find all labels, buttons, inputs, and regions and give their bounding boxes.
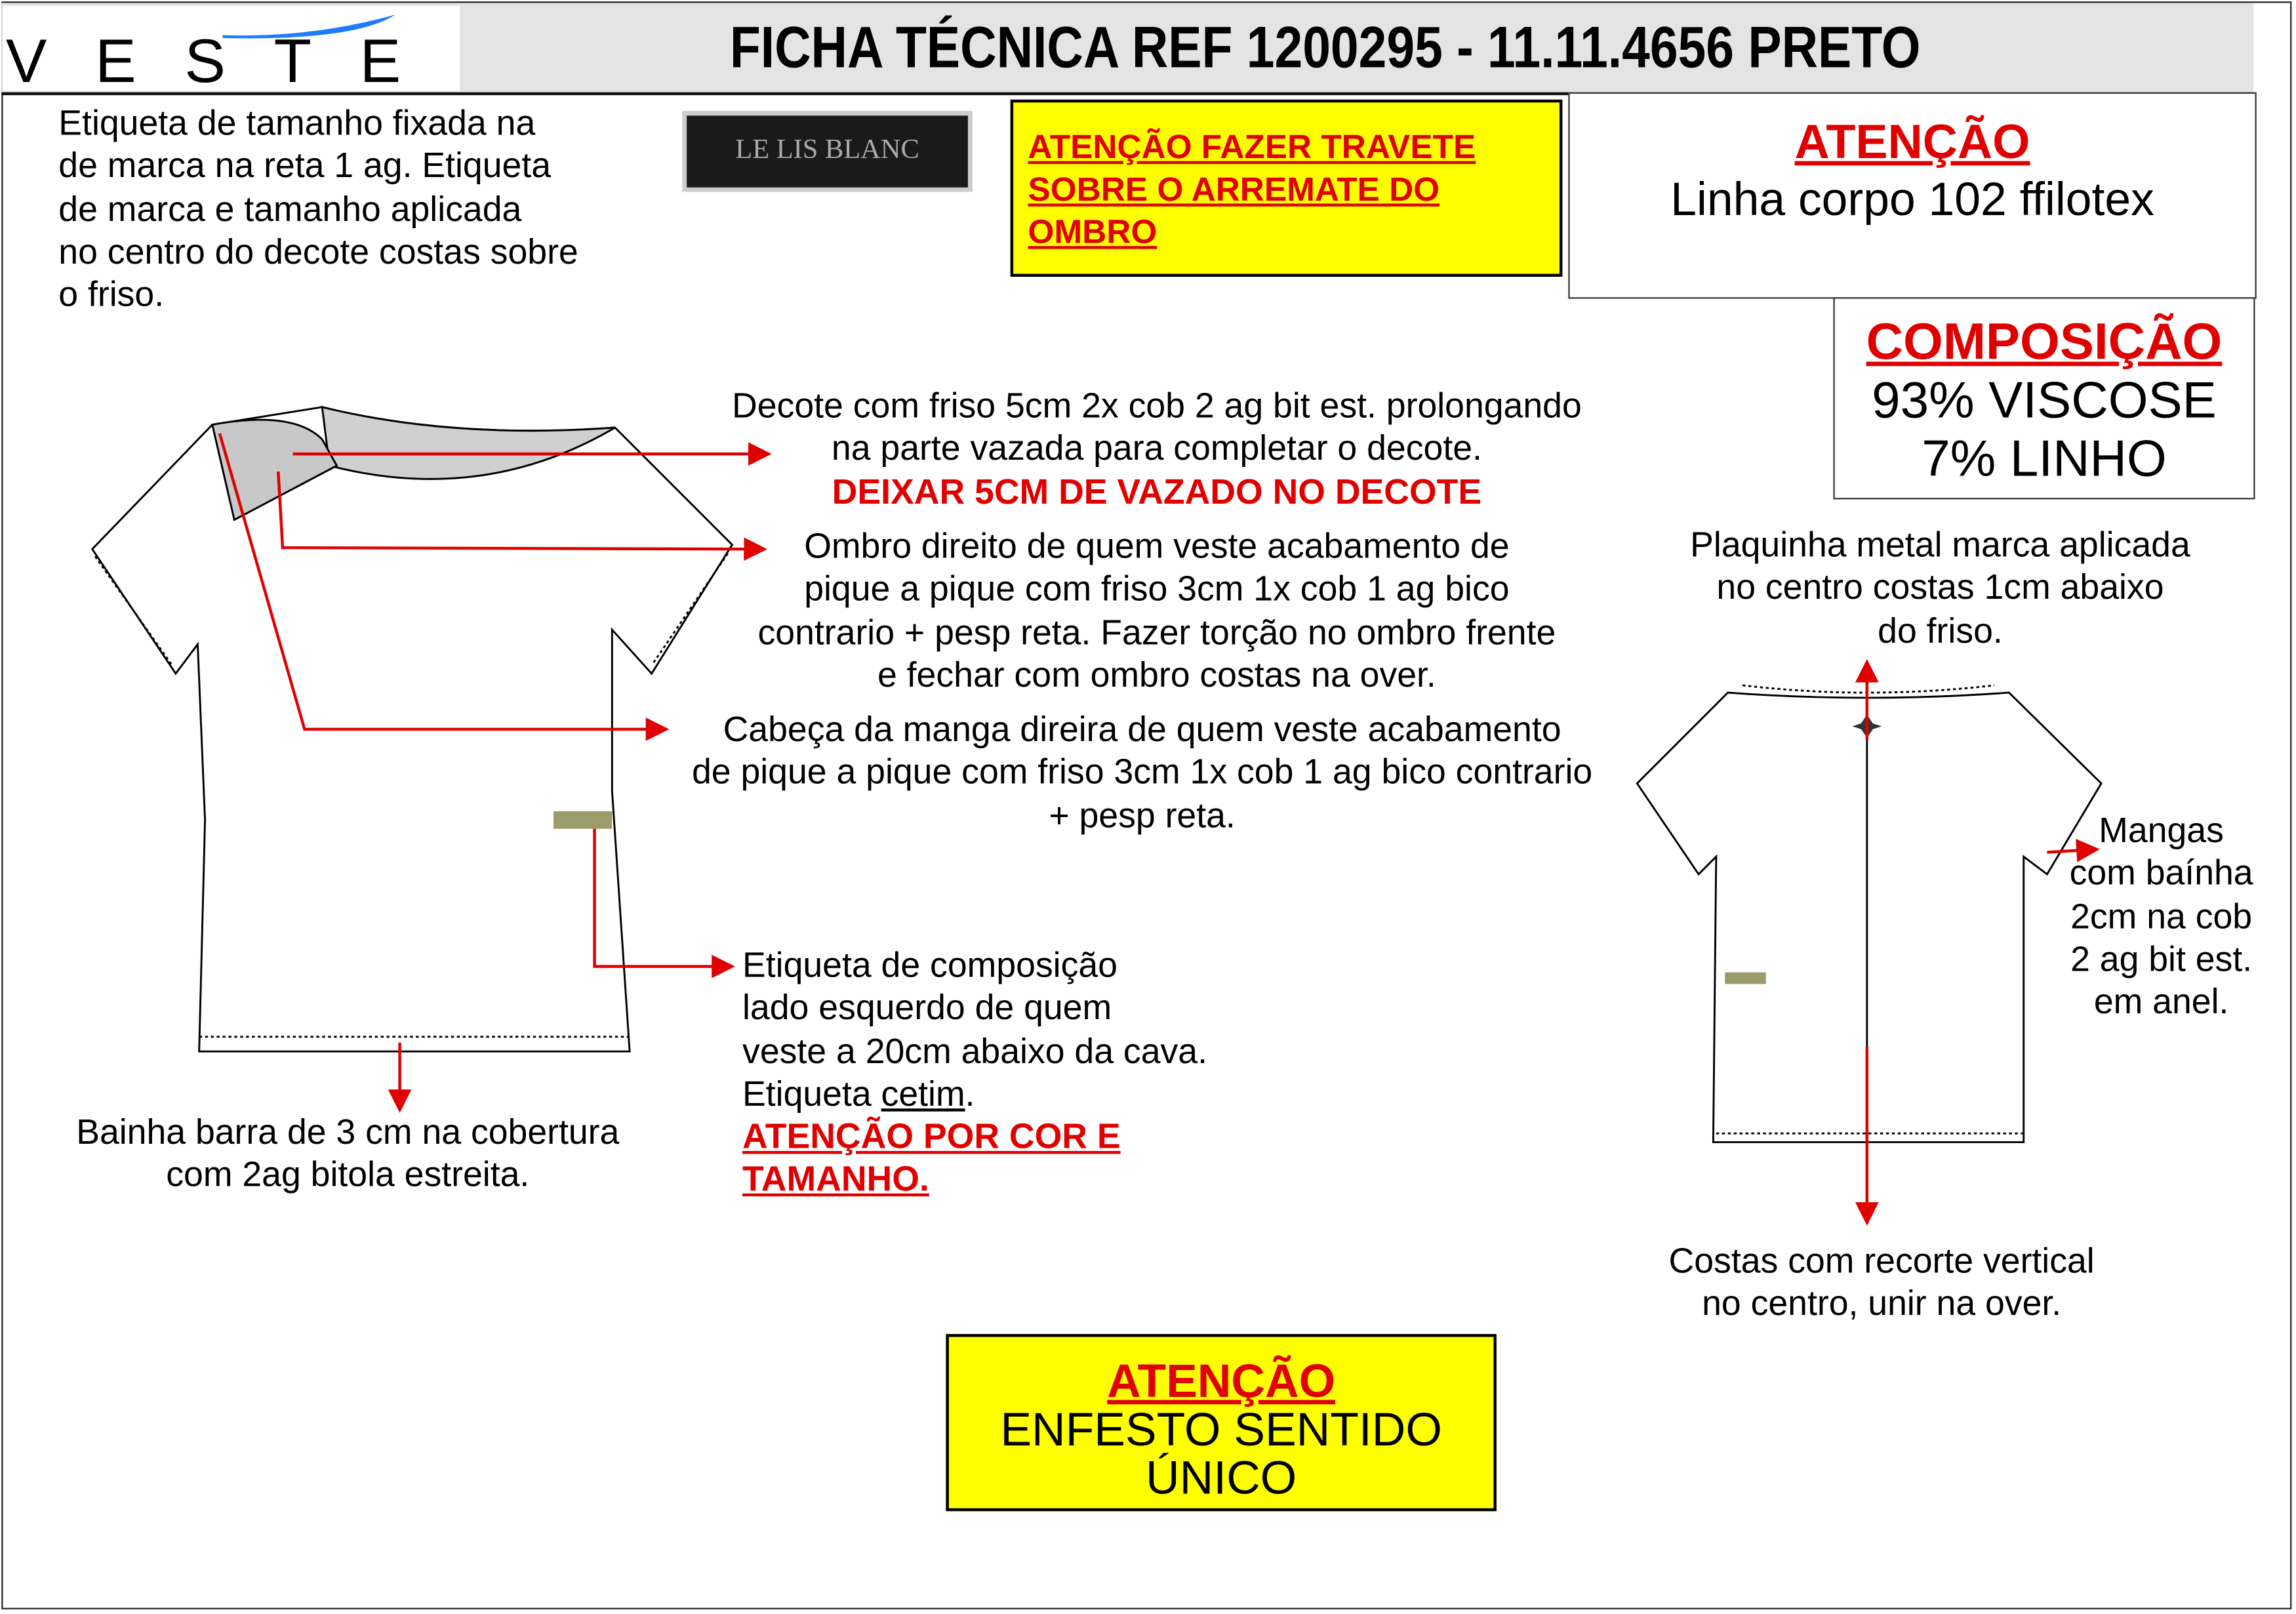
note-line: Ombro direito de quem veste acabamento d…	[804, 527, 1510, 567]
note-line: em anel.	[2093, 982, 2229, 1022]
hem-note: Bainha barra de 3 cm na cobertura com 2a…	[30, 1112, 666, 1198]
note-line: Mangas	[2099, 811, 2224, 851]
spreading-title: ATENÇÃO	[1107, 1354, 1336, 1407]
brand-logo: VESTE	[3, 5, 460, 96]
note-line: Bainha barra de 3 cm na cobertura	[76, 1112, 620, 1153]
note-line: do friso.	[1878, 611, 2003, 651]
text: .	[965, 1074, 975, 1114]
composition-label-mark	[553, 811, 613, 829]
note-line: veste a 20cm abaixo da cava.	[742, 1032, 1208, 1072]
brand-name: VESTE	[5, 26, 449, 96]
note-line: Etiqueta de tamanho fixada na	[58, 104, 536, 144]
composition-line: 93% VISCOSE	[1872, 372, 2217, 430]
composition-title: COMPOSIÇÃO	[1866, 313, 2223, 371]
note-line: de marca e tamanho aplicada	[58, 190, 522, 230]
composition-line: 7% LINHO	[1922, 430, 2167, 488]
warning-line: OMBRO	[1028, 212, 1158, 251]
logo-swoosh-icon	[222, 14, 395, 39]
sleeve-head-note: Cabeça da manga direira de quem veste ac…	[644, 709, 1640, 837]
size-label-note: Etiqueta de tamanho fixada na de marca n…	[58, 102, 578, 317]
note-line: + pesp reta.	[1049, 796, 1236, 836]
metal-plate-note: Plaquinha metal marca aplicada no centro…	[1633, 524, 2248, 653]
note-line: Cabeça da manga direira de quem veste ac…	[723, 710, 1561, 750]
note-line: pique a pique com friso 3cm 1x cob 1 ag …	[804, 570, 1510, 610]
back-note: Costas com recorte vertical no centro, u…	[1611, 1240, 2152, 1326]
brand-label-image: LE LIS BLANC	[682, 111, 973, 192]
note-line: 2cm na cob	[2070, 897, 2253, 937]
note-line: com 2ag bitola estreita.	[166, 1156, 530, 1196]
note-line: o friso.	[58, 275, 165, 315]
page-title: FICHA TÉCNICA REF 1200295 - 11.11.4656 P…	[729, 16, 1921, 81]
spreading-line: ÚNICO	[1146, 1451, 1297, 1504]
neckline-note: Decote com friso 5cm 2x cob 2 ag bit est…	[674, 385, 1640, 514]
warning-line: SOBRE O ARREMATE DO	[1028, 170, 1440, 209]
warning-line: ATENÇÃO FAZER TRAVETE	[1028, 127, 1476, 166]
note-line: no centro do decote costas sobre	[58, 232, 578, 273]
note-line: contrario + pesp reta. Fazer torção no o…	[757, 613, 1556, 653]
warning-line: ATENÇÃO POR COR E	[742, 1118, 1121, 1158]
warning-line: TAMANHO.	[742, 1160, 929, 1200]
sleeves-note: Mangas com baínha 2cm na cob 2 ag bit es…	[2050, 810, 2272, 1024]
note-line: e fechar com ombro costas na over.	[877, 656, 1436, 696]
composition-label-note: Etiqueta de composição lado esquerdo de …	[742, 944, 1207, 1201]
note-line: de pique a pique com friso 3cm 1x cob 1 …	[691, 753, 1593, 793]
spreading-warning-box: ATENÇÃO ENFESTO SENTIDO ÚNICO	[946, 1334, 1497, 1512]
note-line: com baínha	[2069, 854, 2253, 894]
shoulder-note: Ombro direito de quem veste acabamento d…	[688, 526, 1625, 698]
thread-text: Linha corpo 102 ffilotex	[1670, 172, 2154, 226]
thread-title: ATENÇÃO	[1794, 114, 2030, 169]
text: Etiqueta	[742, 1074, 881, 1114]
travete-warning-box: ATENÇÃO FAZER TRAVETE SOBRE O ARREMATE D…	[1010, 99, 1563, 277]
note-line: no centro costas 1cm abaixo	[1716, 568, 2164, 609]
note-line: lado esquerdo de quem	[742, 988, 1112, 1029]
red-arrows	[218, 433, 2100, 1226]
back-composition-label-mark	[1725, 972, 1766, 984]
note-line: Decote com friso 5cm 2x cob 2 ag bit est…	[732, 386, 1582, 426]
note-line: de marca na reta 1 ag. Etiqueta	[58, 146, 552, 187]
spreading-line: ENFESTO SENTIDO	[1000, 1403, 1442, 1456]
thread-box: ATENÇÃO Linha corpo 102 ffilotex	[1568, 92, 2257, 299]
note-line: Etiqueta de composição	[742, 946, 1118, 986]
note-line: na parte vazada para completar o decote.	[831, 429, 1482, 470]
text: cetim	[881, 1074, 965, 1114]
neckline-warning: DEIXAR 5CM DE VAZADO NO DECOTE	[832, 472, 1482, 512]
note-line: no centro, unir na over.	[1702, 1284, 2062, 1325]
composition-box: COMPOSIÇÃO 93% VISCOSE 7% LINHO	[1833, 297, 2255, 500]
back-shirt-drawing	[1636, 684, 2103, 1144]
note-line: Costas com recorte vertical	[1668, 1241, 2095, 1281]
note-line: Plaquinha metal marca aplicada	[1690, 525, 2190, 565]
note-line: 2 ag bit est.	[2070, 940, 2253, 980]
note-line: Etiqueta cetim.	[742, 1073, 1207, 1116]
